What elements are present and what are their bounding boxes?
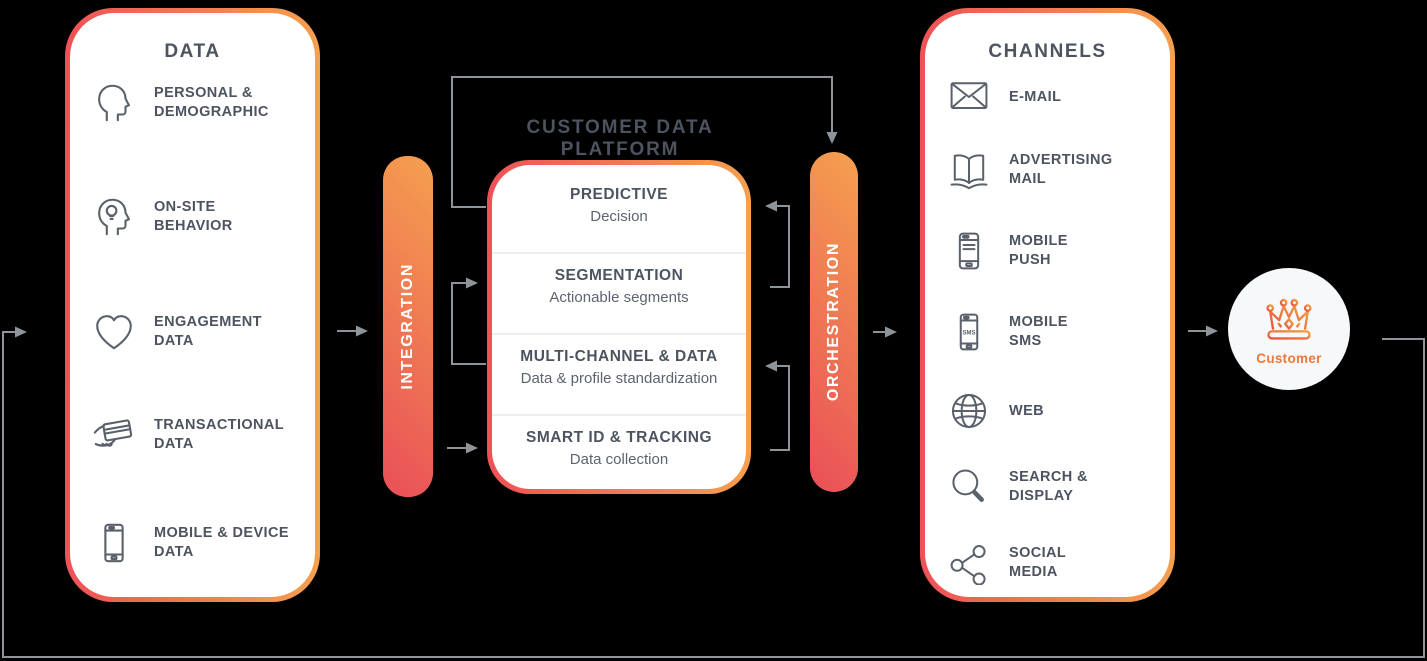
customer-label: Customer xyxy=(1256,351,1322,366)
cdp-box: PREDICTIVE Decision SEGMENTATION Actiona… xyxy=(487,160,751,494)
channel-item-web: WEB xyxy=(945,389,1162,433)
data-item-label: PERSONAL & DEMOGRAPHIC xyxy=(154,85,269,120)
cdp-row-title: SEGMENTATION xyxy=(554,267,684,284)
data-panel: DATA PERSONAL & DEMOGRAPHIC O xyxy=(65,8,320,602)
mobile-push-icon xyxy=(945,229,993,273)
channel-item-label: MOBILE SMS xyxy=(1009,314,1068,349)
card-payment-icon xyxy=(90,412,138,458)
data-item-engagement: ENGAGEMENT DATA xyxy=(90,309,307,355)
orchestration-bar: ORCHESTRATION xyxy=(810,152,858,492)
channel-item-label: ADVERTISING MAIL xyxy=(1009,152,1113,187)
integration-bar: INTEGRATION xyxy=(383,156,433,497)
channels-panel-body: CHANNELS E-MAIL xyxy=(925,13,1170,597)
cdp-dashed-separator xyxy=(492,324,746,337)
envelope-icon xyxy=(945,75,993,119)
data-item-label: TRANSACTIONAL DATA xyxy=(154,417,285,452)
cdp-row-multichannel: MULTI-CHANNEL & DATA Data & profile stan… xyxy=(492,327,746,408)
cdp-row-smartid: SMART ID & TRACKING Data collection xyxy=(492,408,746,489)
cdp-row-subtitle: Data & profile standardization xyxy=(520,370,718,387)
channel-item-mobile-push: MOBILE PUSH xyxy=(945,229,1162,273)
data-item-onsite-behavior: ON-SITE BEHAVIOR xyxy=(90,194,307,240)
sms-icon-text: SMS xyxy=(963,330,976,336)
integration-bar-label: INTEGRATION xyxy=(399,263,416,390)
channel-item-mobile-sms: SMS MOBILE SMS xyxy=(945,310,1162,354)
cdp-row-predictive: PREDICTIVE Decision xyxy=(492,165,746,246)
arrow-integration-to-smartid xyxy=(447,442,478,454)
channel-item-label: SEARCH & DISPLAY xyxy=(1009,469,1088,504)
crown-icon xyxy=(1258,292,1320,347)
data-item-label: ON-SITE BEHAVIOR xyxy=(154,199,233,234)
arrow-smartid-to-multichannel xyxy=(765,360,790,451)
head-idea-icon xyxy=(90,194,138,240)
arrow-channels-to-customer xyxy=(1188,325,1218,337)
heart-icon xyxy=(90,309,138,355)
arrow-segmentation-to-predictive xyxy=(765,200,790,288)
channels-panel: CHANNELS E-MAIL xyxy=(920,8,1175,602)
cdp-title: CUSTOMER DATA PLATFORM xyxy=(526,117,714,160)
smartphone-icon xyxy=(90,520,138,566)
cdp-box-body: PREDICTIVE Decision SEGMENTATION Actiona… xyxy=(492,165,746,489)
customer-circle: Customer xyxy=(1228,268,1350,390)
cdp-row-subtitle: Data collection xyxy=(569,451,669,468)
cdp-row-segmentation: SEGMENTATION Actionable segments xyxy=(492,246,746,327)
channel-item-label: WEB xyxy=(1009,402,1045,419)
cdp-row-title: PREDICTIVE xyxy=(569,186,668,203)
globe-icon xyxy=(945,389,993,433)
channel-item-label: SOCIAL MEDIA xyxy=(1009,545,1067,580)
cdp-row-subtitle: Decision xyxy=(590,208,648,225)
data-panel-title: DATA xyxy=(164,41,221,62)
cdp-dashed-separator xyxy=(492,405,746,418)
arrow-data-to-integration xyxy=(337,325,368,337)
data-item-personal-demographic: PERSONAL & DEMOGRAPHIC xyxy=(90,80,307,126)
channel-item-email: E-MAIL xyxy=(945,75,1162,119)
channel-item-label: E-MAIL xyxy=(1009,88,1062,105)
channel-item-advertising-mail: ADVERTISING MAIL xyxy=(945,147,1162,193)
cdp-dashed-separator xyxy=(492,243,746,256)
channels-panel-title: CHANNELS xyxy=(988,41,1107,62)
data-item-label: ENGAGEMENT DATA xyxy=(154,314,262,349)
data-item-label: MOBILE & DEVICE DATA xyxy=(154,525,289,560)
mobile-sms-icon: SMS xyxy=(945,310,993,354)
orchestration-bar-label: ORCHESTRATION xyxy=(825,242,842,402)
arrow-multichannel-to-segmentation xyxy=(451,277,486,365)
cdp-row-subtitle: Actionable segments xyxy=(549,289,689,306)
channel-item-label: MOBILE PUSH xyxy=(1009,233,1068,268)
share-network-icon xyxy=(945,541,993,585)
arrow-orchestration-to-channels xyxy=(873,326,897,338)
open-book-icon xyxy=(945,147,993,193)
magnifier-icon xyxy=(945,465,993,509)
channel-item-social-media: SOCIAL MEDIA xyxy=(945,541,1162,585)
head-profile-icon xyxy=(90,80,138,126)
channel-item-search-display: SEARCH & DISPLAY xyxy=(945,465,1162,509)
data-item-transactional: TRANSACTIONAL DATA xyxy=(90,412,307,458)
cdp-row-title: MULTI-CHANNEL & DATA xyxy=(520,348,718,365)
cdp-row-title: SMART ID & TRACKING xyxy=(525,429,713,446)
data-item-mobile-device: MOBILE & DEVICE DATA xyxy=(90,520,307,566)
data-panel-body: DATA PERSONAL & DEMOGRAPHIC O xyxy=(70,13,315,597)
